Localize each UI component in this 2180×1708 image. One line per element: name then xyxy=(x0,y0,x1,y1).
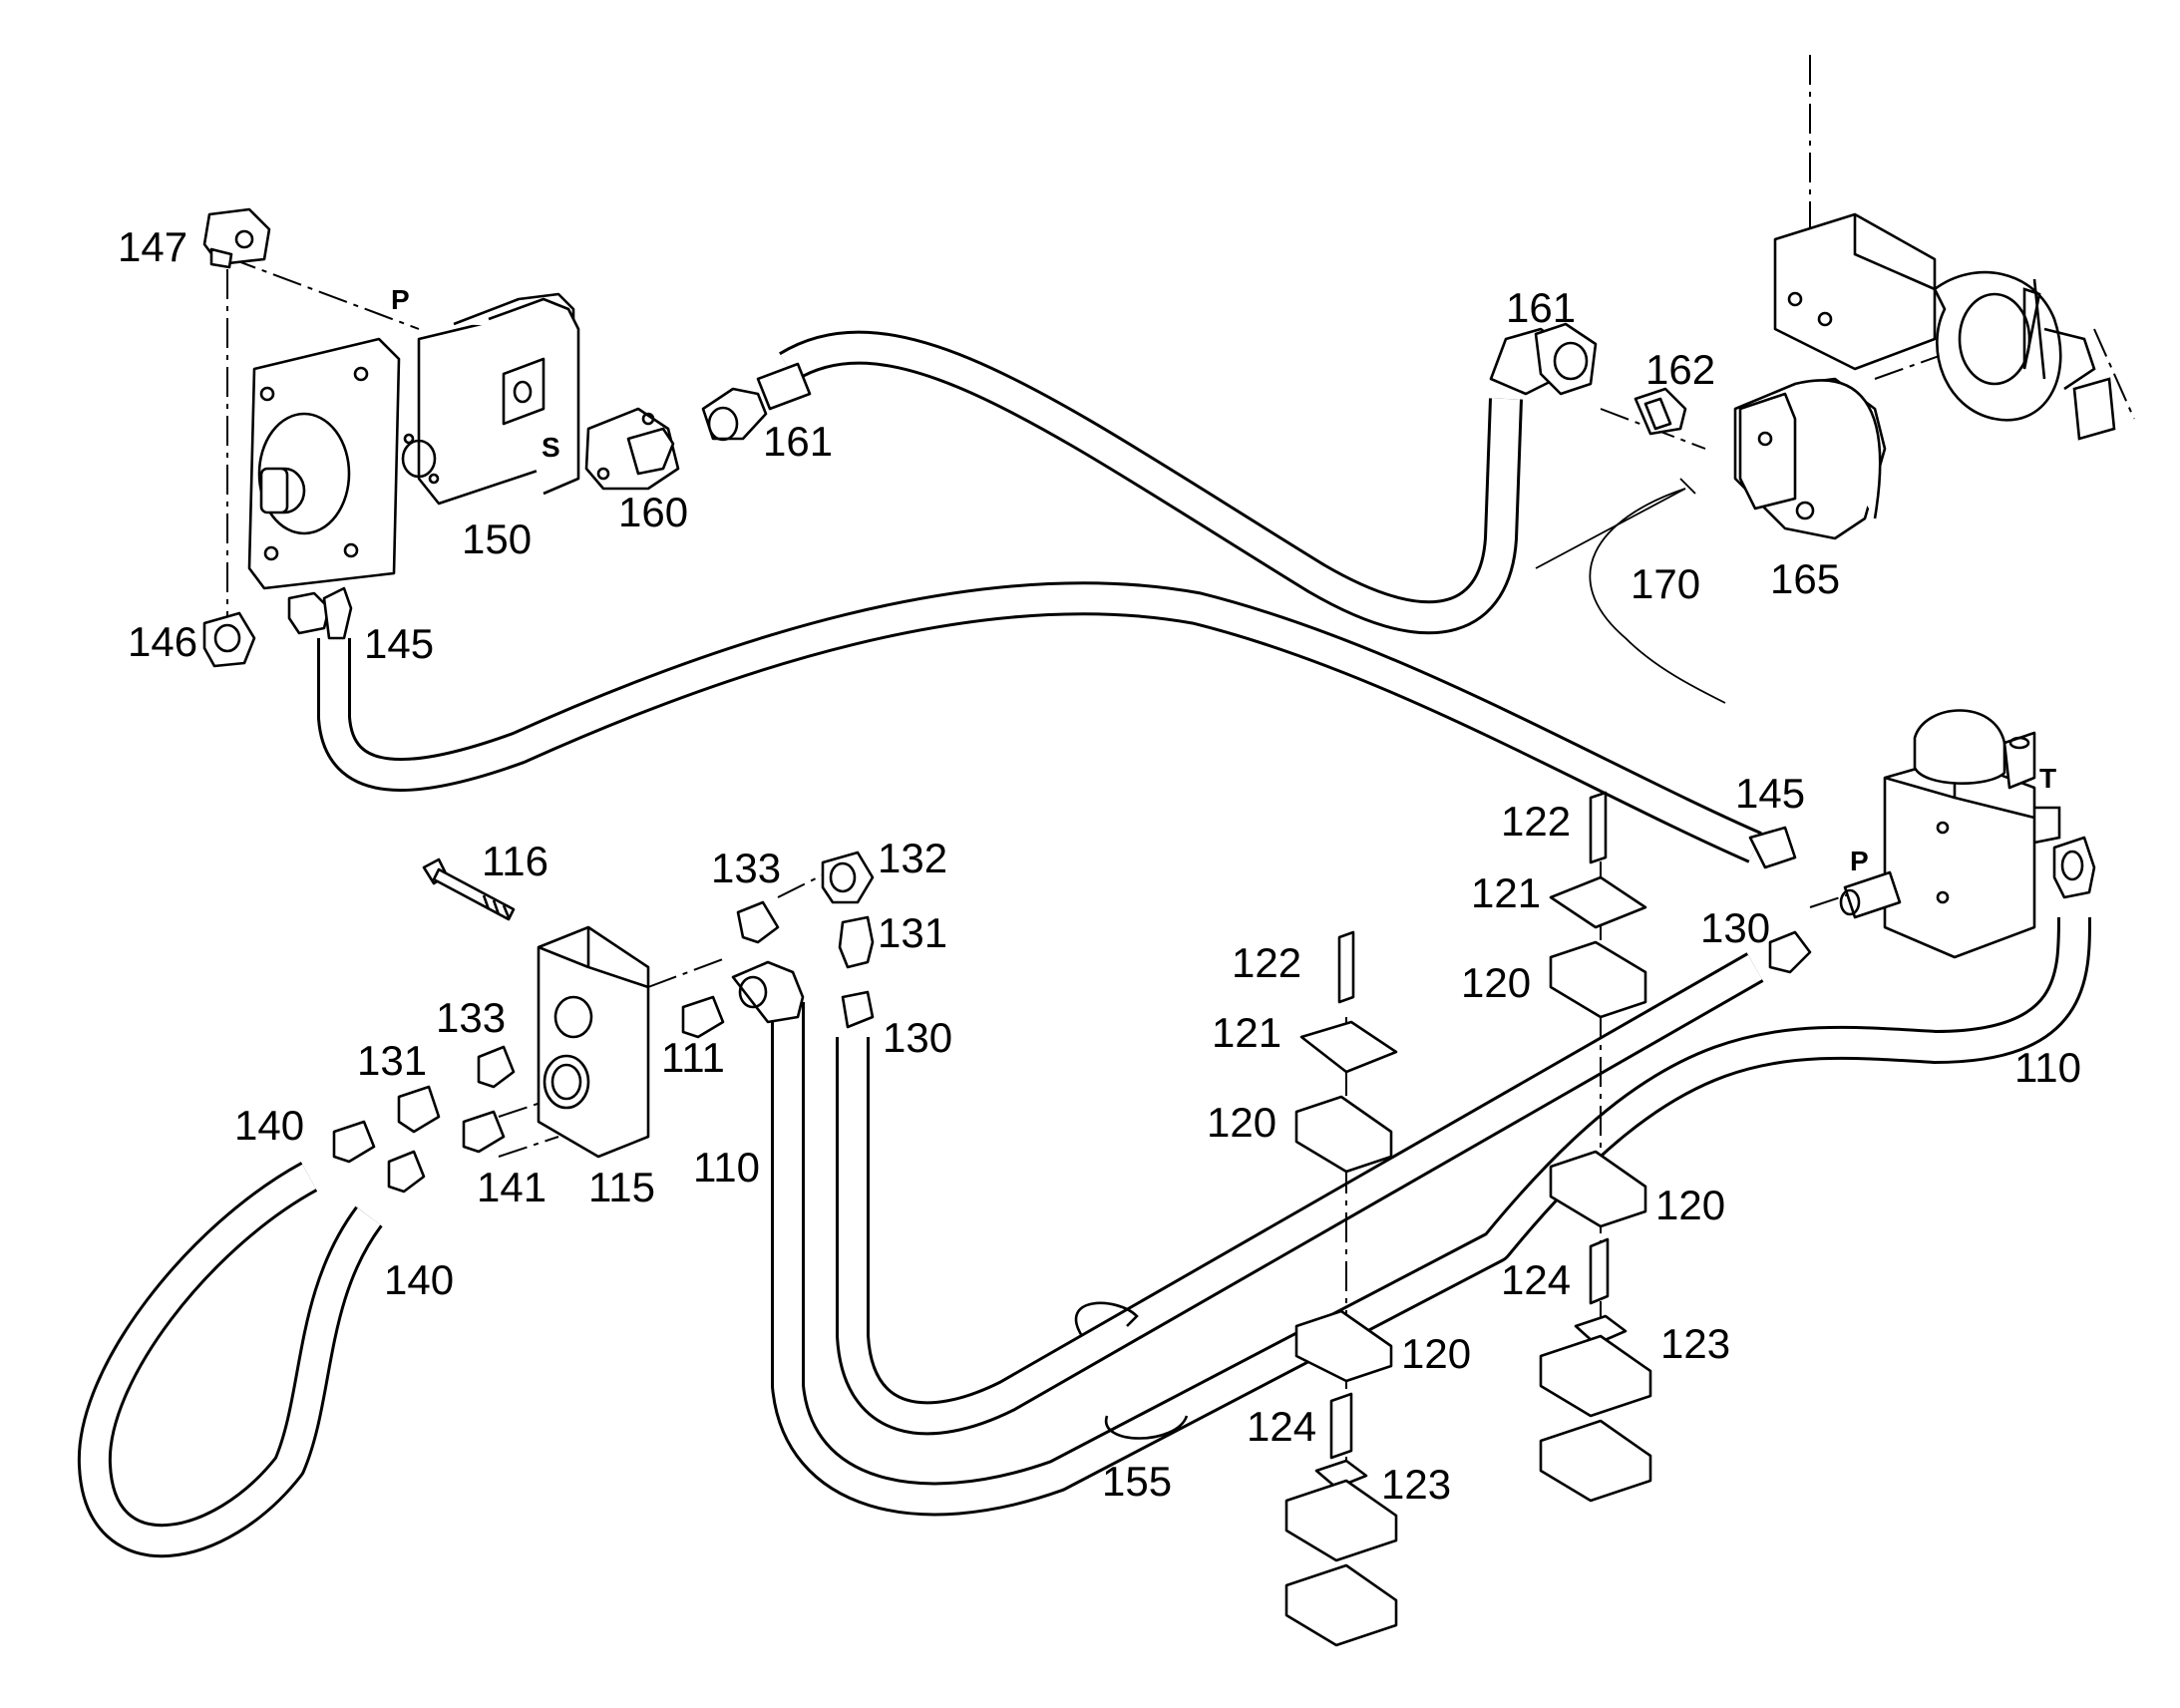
callout-labels: 147 150 146 145 160 161 161 162 170 165 … xyxy=(118,223,2081,1508)
callout-145-lower: 145 xyxy=(1735,770,1805,817)
callout-122-left: 122 xyxy=(1232,939,1301,986)
callout-121-left: 121 xyxy=(1212,1009,1281,1056)
part-110-elbow xyxy=(731,960,805,1024)
callout-147: 147 xyxy=(118,223,187,270)
part-161-fitting-a xyxy=(701,362,812,442)
part-130-fitting-right xyxy=(1768,930,1812,974)
callout-110-right: 110 xyxy=(2014,1044,2081,1091)
part-160-flange xyxy=(584,407,680,491)
part-141-fitting xyxy=(462,1110,506,1154)
callout-155: 155 xyxy=(1102,1458,1172,1505)
callout-140-upper: 140 xyxy=(234,1102,304,1149)
callout-123-left: 123 xyxy=(1381,1461,1451,1508)
part-133-fitting-upper xyxy=(736,900,780,944)
callout-131-upper: 131 xyxy=(878,909,947,956)
part-145-end-fitting xyxy=(1748,826,1797,869)
callout-160: 160 xyxy=(618,489,688,535)
part-147-fitting xyxy=(202,207,271,269)
part-150-pump xyxy=(247,292,580,590)
clamp-stack-right xyxy=(1539,791,1652,1503)
part-132-elbow xyxy=(821,851,875,904)
callout-120-left-lower: 120 xyxy=(1401,1330,1471,1377)
hose-161 xyxy=(779,330,1523,635)
part-valve-block xyxy=(1839,709,2061,959)
callout-162: 162 xyxy=(1645,346,1715,393)
part-116-bolt xyxy=(422,857,516,921)
hose-110 xyxy=(771,916,2091,1517)
callout-130-right: 130 xyxy=(1700,904,1770,951)
port-p-pump: P xyxy=(391,284,410,315)
hose-130 xyxy=(836,952,1764,1436)
callout-120-left-upper: 120 xyxy=(1207,1099,1276,1146)
part-131-fitting-upper xyxy=(838,915,875,969)
port-labels: P S P T xyxy=(391,284,2056,876)
callout-110-left: 110 xyxy=(693,1144,760,1191)
callout-123-right: 123 xyxy=(1660,1320,1730,1367)
callout-131-lower: 131 xyxy=(357,1037,427,1084)
callout-124-right: 124 xyxy=(1501,1256,1571,1303)
part-140-fitting-b xyxy=(387,1150,426,1194)
part-170-dipstick xyxy=(1535,478,1726,704)
part-162-nipple xyxy=(1634,387,1687,436)
part-165-tank xyxy=(1733,377,1887,540)
hoses xyxy=(77,330,2091,1558)
clamp-stack-left xyxy=(1284,930,1398,1647)
part-161-fitting-b xyxy=(1489,322,1598,396)
part-140-fitting-a xyxy=(332,1120,376,1164)
callout-121-right: 121 xyxy=(1471,869,1541,916)
hose-145 xyxy=(317,581,1762,863)
callout-133-upper: 133 xyxy=(711,845,781,891)
callout-111: 111 xyxy=(661,1034,725,1081)
part-111-nipple xyxy=(681,995,725,1039)
callout-124-left: 124 xyxy=(1247,1403,1316,1450)
callout-161-right: 161 xyxy=(1506,284,1576,331)
callout-133-lower: 133 xyxy=(436,994,506,1041)
port-p-valve: P xyxy=(1850,846,1869,876)
callout-120-right-upper: 120 xyxy=(1461,959,1531,1006)
part-146-elbow xyxy=(202,611,256,668)
part-131-fitting-lower xyxy=(397,1085,441,1134)
callout-120-right-lower: 120 xyxy=(1655,1182,1725,1228)
part-110-valve-fitting xyxy=(2052,836,2096,899)
callout-150: 150 xyxy=(462,515,532,562)
part-155-strap xyxy=(1074,1301,1189,1440)
part-145-fitting xyxy=(287,586,353,640)
callout-145-upper: 145 xyxy=(364,620,434,667)
callout-130-upper: 130 xyxy=(883,1014,952,1061)
callout-132: 132 xyxy=(878,835,947,881)
part-133-fitting-lower xyxy=(477,1045,516,1089)
part-130-fitting-upper xyxy=(841,990,875,1029)
callout-116: 116 xyxy=(482,838,548,884)
port-t-valve: T xyxy=(2039,763,2056,794)
hose-140 xyxy=(77,1162,383,1558)
callout-115: 115 xyxy=(588,1164,655,1210)
part-115-block xyxy=(537,925,650,1159)
callout-122-right: 122 xyxy=(1501,798,1571,845)
engine-block-sketch xyxy=(1773,212,2116,441)
callout-140-lower: 140 xyxy=(384,1256,454,1303)
callout-161-left: 161 xyxy=(763,418,833,465)
callout-141: 141 xyxy=(477,1164,546,1210)
port-s-pump: S xyxy=(542,432,560,463)
callout-146: 146 xyxy=(128,618,197,665)
callout-170: 170 xyxy=(1631,560,1700,607)
callout-165: 165 xyxy=(1770,555,1840,602)
